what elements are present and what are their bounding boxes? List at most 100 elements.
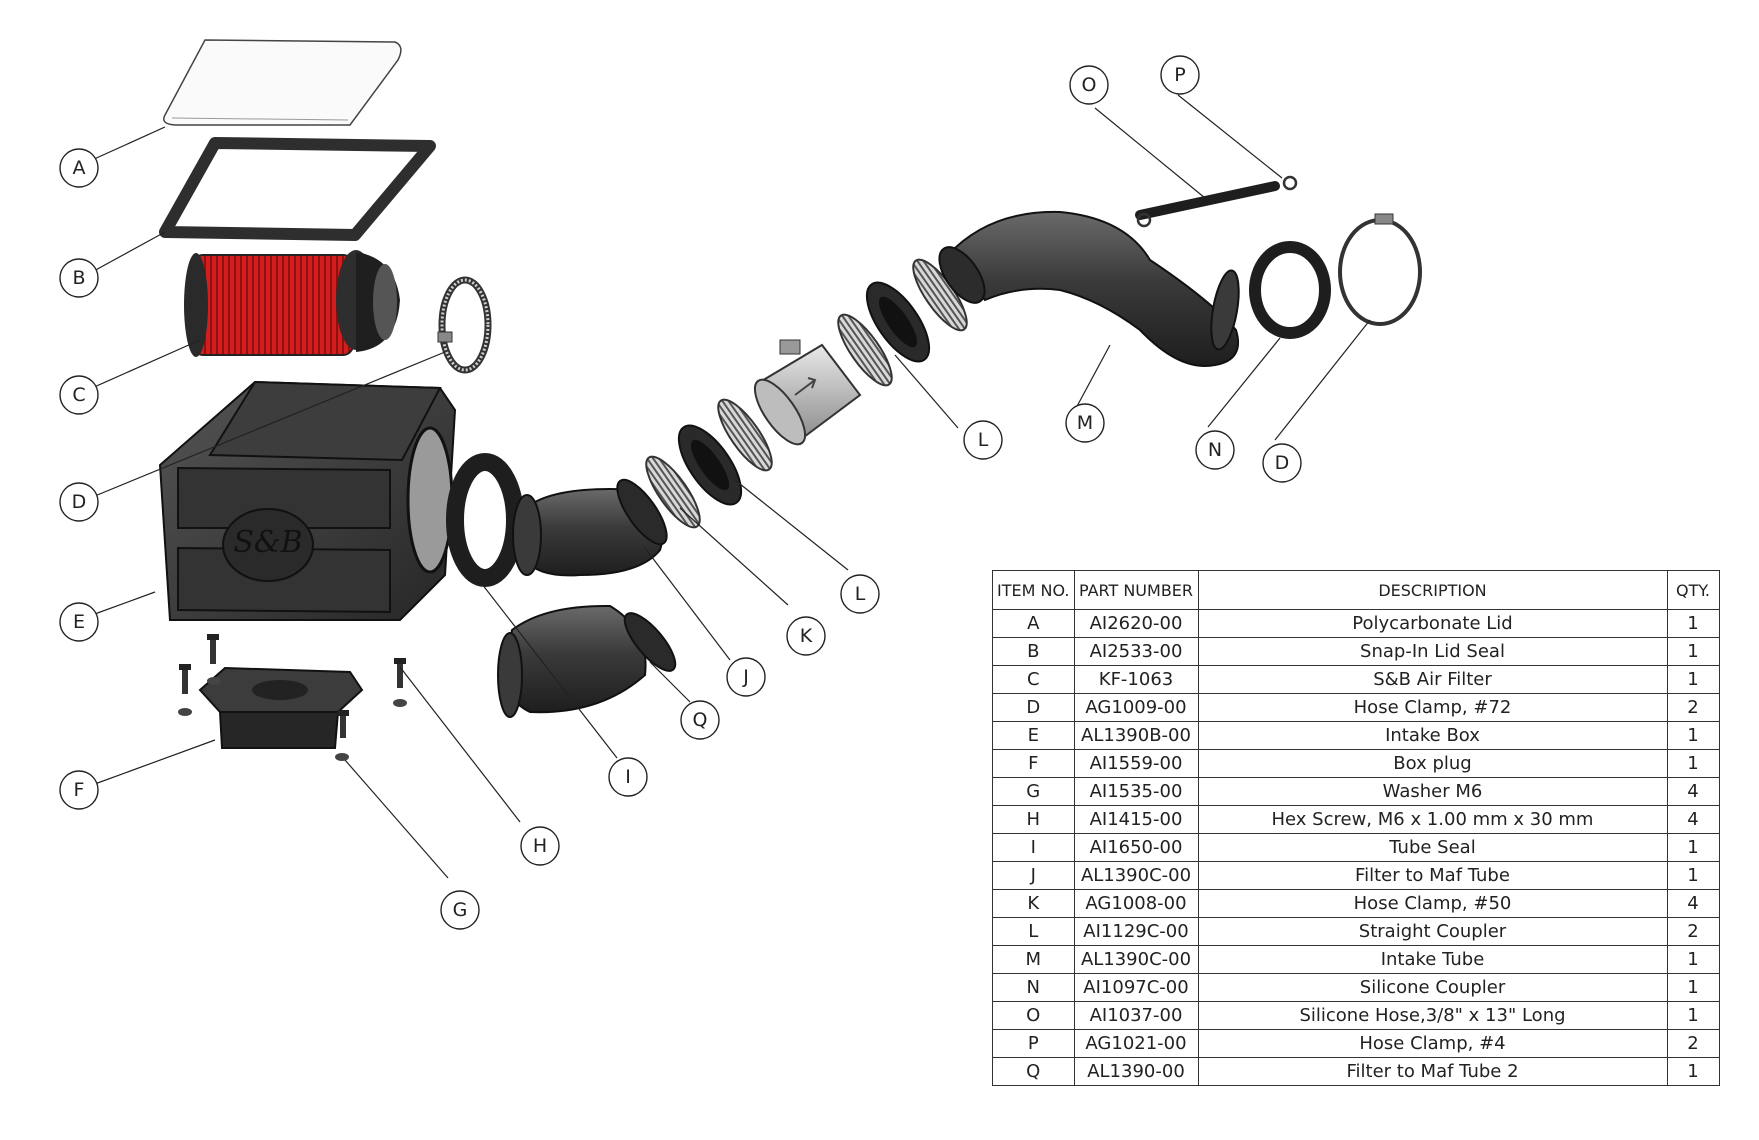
- svg-text:I: I: [625, 766, 631, 788]
- callout-c: C: [59, 375, 99, 415]
- cell-description: Polycarbonate Lid: [1197, 609, 1668, 638]
- cell-item: E: [992, 721, 1075, 750]
- svg-text:C: C: [72, 384, 85, 406]
- callout-n: N: [1195, 430, 1235, 470]
- cell-part-number: AI1535-00: [1073, 777, 1199, 806]
- cell-qty: 2: [1666, 693, 1720, 722]
- header-item-no: ITEM NO.: [992, 570, 1075, 610]
- cell-qty: 1: [1666, 637, 1720, 666]
- leader-n: [1207, 337, 1281, 428]
- svg-text:K: K: [800, 625, 813, 647]
- leader-f: [91, 739, 216, 786]
- header-description: DESCRIPTION: [1197, 570, 1668, 610]
- leader-d1: [89, 351, 446, 499]
- header-part-number: PART NUMBER: [1073, 570, 1199, 610]
- hose-clamp-72-upper: [437, 276, 492, 374]
- cell-qty: 2: [1666, 1029, 1720, 1058]
- leader-b: [91, 231, 166, 273]
- svg-text:G: G: [453, 899, 468, 921]
- filter-to-maf-tube: [512, 478, 668, 577]
- callout-a: A: [59, 148, 99, 188]
- hose-clamps-50: [645, 258, 968, 529]
- cell-part-number: AG1008-00: [1073, 889, 1199, 918]
- leader-lines: [89, 94, 1371, 879]
- leader-e: [91, 591, 156, 616]
- silicone-coupler: [1249, 241, 1331, 339]
- cell-part-number: AI1650-00: [1073, 833, 1199, 862]
- callout-l1: L: [840, 574, 880, 614]
- svg-text:L: L: [855, 583, 866, 605]
- straight-couplers: [677, 281, 931, 506]
- intake-box: S&B: [158, 380, 457, 621]
- logo-text: S&B: [233, 525, 302, 560]
- svg-text:J: J: [742, 666, 749, 688]
- header-qty: QTY.: [1666, 570, 1720, 610]
- leader-j: [644, 547, 731, 661]
- cell-qty: 1: [1666, 833, 1720, 862]
- svg-text:L: L: [978, 429, 989, 451]
- cell-item: G: [992, 777, 1075, 806]
- cell-qty: 4: [1666, 889, 1720, 918]
- cell-part-number: AL1390B-00: [1073, 721, 1199, 750]
- cell-description: Silicone Coupler: [1197, 973, 1668, 1002]
- cell-qty: 4: [1666, 777, 1720, 806]
- leader-k: [679, 507, 789, 606]
- leader-h: [399, 666, 521, 823]
- leader-a: [91, 126, 166, 161]
- cell-qty: 1: [1666, 721, 1720, 750]
- cell-part-number: AG1021-00: [1073, 1029, 1199, 1058]
- callout-i: I: [608, 757, 648, 797]
- svg-text:D: D: [72, 491, 87, 513]
- cell-description: Box plug: [1197, 749, 1668, 778]
- cell-item: I: [992, 833, 1075, 862]
- cell-description: Hose Clamp, #50: [1197, 889, 1668, 918]
- callout-q: Q: [680, 700, 720, 740]
- callout-l2: L: [963, 420, 1003, 460]
- cell-description: Filter to Maf Tube: [1197, 861, 1668, 890]
- cell-description: Straight Coupler: [1197, 917, 1668, 946]
- cell-item: A: [992, 609, 1075, 638]
- svg-text:P: P: [1174, 64, 1185, 86]
- cell-item: O: [992, 1001, 1075, 1030]
- cell-item: H: [992, 805, 1075, 834]
- cell-qty: 1: [1666, 1057, 1720, 1086]
- cell-description: Silicone Hose,3/8" x 13" Long: [1197, 1001, 1668, 1030]
- cell-item: P: [992, 1029, 1075, 1058]
- tube-seal: [446, 453, 524, 587]
- cell-item: C: [992, 665, 1075, 694]
- cell-qty: 1: [1666, 1001, 1720, 1030]
- cell-qty: 1: [1666, 945, 1720, 974]
- cell-part-number: AL1390-00: [1073, 1057, 1199, 1086]
- cell-part-number: AI1415-00: [1073, 805, 1199, 834]
- leader-o: [1094, 107, 1206, 199]
- cell-item: L: [992, 917, 1075, 946]
- cell-qty: 1: [1666, 861, 1720, 890]
- cell-description: Tube Seal: [1197, 833, 1668, 862]
- cell-qty: 1: [1666, 665, 1720, 694]
- callout-k: K: [786, 616, 826, 656]
- cell-part-number: AI2620-00: [1073, 609, 1199, 638]
- filter-to-maf-tube-2: [497, 604, 677, 718]
- cell-description: Hose Clamp, #72: [1197, 693, 1668, 722]
- cell-item: K: [992, 889, 1075, 918]
- cell-description: Hex Screw, M6 x 1.00 mm x 30 mm: [1197, 805, 1668, 834]
- box-plug: [198, 666, 364, 749]
- svg-text:M: M: [1077, 412, 1093, 434]
- cell-qty: 1: [1666, 749, 1720, 778]
- callout-d2: D: [1262, 443, 1302, 483]
- svg-text:E: E: [73, 611, 85, 633]
